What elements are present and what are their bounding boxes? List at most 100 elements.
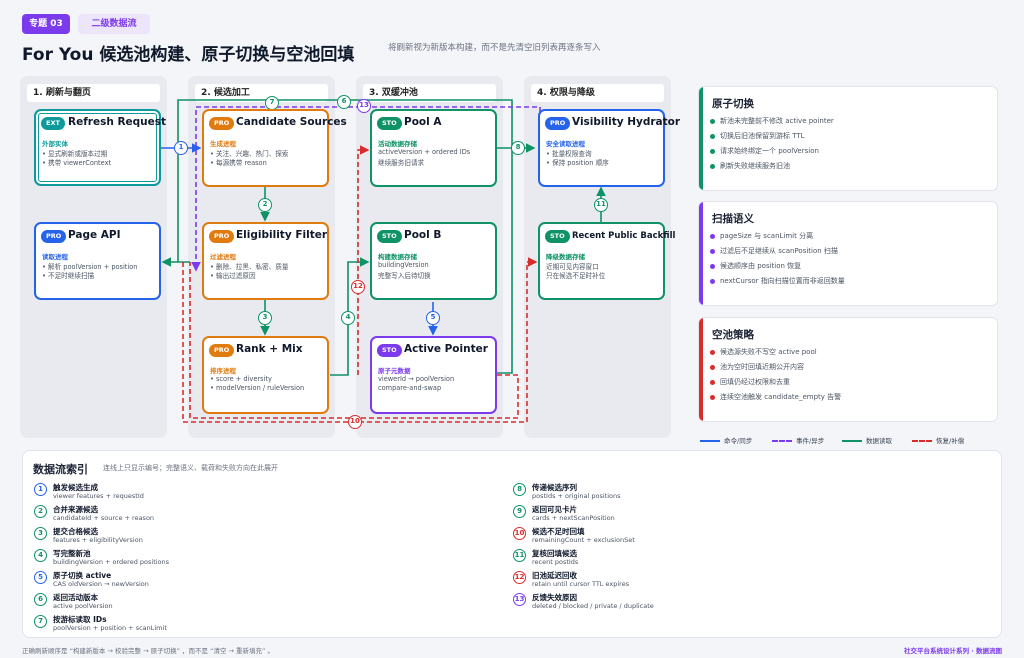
sto-tag: STO [377,117,402,130]
card-line: • 输出过滤原因 [210,272,256,280]
panel-heading: 原子切换 [712,98,754,110]
pro-tag: PRO [41,230,67,243]
bullet-dot [710,279,715,284]
panel-item: 连续空池触发 candidate_empty 告警 [720,393,842,401]
legend-read: 数据读取 [842,435,892,445]
index-number: 7 [34,615,47,628]
panel-accent-bar [699,87,703,190]
pro-tag: PRO [545,117,571,130]
bullet-dot [710,380,715,385]
recent-backfill-card[interactable]: STO Recent Public Backfill 降级数据存储 近期可见内容… [538,222,675,300]
card-line: • 不足时继续扫描 [42,272,95,280]
index-row-payload: cards + nextScanPosition [532,514,615,522]
candidate-sources-card[interactable]: PRO Candidate Sources 生成进程 • 关注、兴趣、热门、探索… [202,109,347,187]
card-line: compare-and-swap [378,384,442,392]
bullet-dot [710,149,715,154]
panel-heading: 空池策略 [712,329,754,341]
bullet-dot [710,134,715,139]
index-row-payload: poolVersion + position + scanLimit [53,624,167,632]
card-title: Pool A [404,116,442,128]
index-number: 9 [513,505,526,518]
bullet-dot [710,264,715,269]
index-row-payload: buildingVersion + ordered positions [53,558,170,566]
card-line: 只在候选不足时补位 [546,272,606,280]
index-row-payload: active poolVersion [53,602,113,610]
eligibility-filter-card[interactable]: PRO Eligibility Filter 过滤进程 • 删除、拉黑、私密、质… [202,222,329,300]
panel-heading: 扫描语义 [712,213,754,225]
panel-item: nextCursor 指向扫描位置而非返回数量 [720,277,845,285]
bullet-dot [710,395,715,400]
index-row-title: 复核回填候选 [532,549,577,558]
index-row-title: 合并来源候选 [53,505,98,514]
legend-line [842,440,862,442]
pool-a-card[interactable]: STO Pool A 活动数据存储 activeVersion + ordere… [370,109,497,187]
edge-badge-7: 7 [265,96,279,110]
index-row-title: 返回可见卡片 [532,505,577,514]
lane-heading: 1. 刷新与翻页 [27,84,160,102]
index-number: 4 [34,549,47,562]
card-title: Visibility Hydrator [572,116,681,128]
index-row-title: 旧池延迟回收 [532,571,577,580]
card-kind: 生成进程 [210,140,236,148]
card-line: 继续服务旧请求 [378,159,425,167]
card-line: • 解析 poolVersion + position [42,263,138,271]
card-kind: 过滤进程 [210,253,236,261]
card-line: • 关注、兴趣、热门、探索 [210,150,289,158]
index-number: 3 [34,527,47,540]
edge-badge-2: 2 [258,198,272,212]
visibility-hydrator-card[interactable]: PRO Visibility Hydrator 安全读取进程 • 批量权限查询 … [538,109,680,187]
index-row-payload: candidateId + source + reason [53,514,155,522]
index-row-payload: deleted / blocked / private / duplicate [532,602,654,610]
page-title: For You 候选池构建、原子切换与空池回填 [22,45,355,65]
lane-heading: 4. 权限与降级 [531,84,664,102]
pro-tag: PRO [209,230,235,243]
edge-badge-6: 6 [337,95,351,109]
panel-item: 请求始终绑定一个 poolVersion [720,147,819,155]
panel-accent-bar [699,318,703,421]
bullet-dot [710,350,715,355]
flow-connectors [160,99,606,423]
legend-line [700,440,720,442]
edge-badge-1: 1 [174,141,188,155]
index-row-title: 原子切换 active [53,571,112,580]
index-row-title: 提交合格候选 [53,527,98,536]
index-number: 5 [34,571,47,584]
sto-tag: STO [545,230,570,243]
pool-b-card[interactable]: STO Pool B 构建数据存储 buildingVersion 完整写入后待… [370,222,497,300]
card-kind: 安全读取进程 [546,140,585,148]
index-row-payload: recent postIds [532,558,579,566]
card-kind: 构建数据存储 [378,253,417,261]
panel-item: 回填仍经过权限和去重 [720,378,790,386]
active-pointer-card[interactable]: STO Active Pointer 原子元数据 viewerId → pool… [370,336,497,414]
edge-badge-11: 11 [594,198,608,212]
card-line: 近期可见内容窗口 [546,263,599,271]
panel-item: 候选顺序由 position 恢复 [720,262,802,270]
panel-item: 池为空时回填近期公开内容 [720,363,804,371]
rank-mix-card[interactable]: PRO Rank + Mix 排序进程 • score + diversity … [202,336,329,414]
scan-semantics-panel: 扫描语义 pageSize 与 scanLimit 分离 过滤后不足继续从 sc… [698,201,998,306]
bullet-dot [710,234,715,239]
edge-badge-4: 4 [341,311,355,325]
page-api-card[interactable]: PRO Page API 读取进程 • 解析 poolVersion + pos… [34,222,161,300]
card-line: • 显式刷新或版本过期 [42,150,108,158]
index-row-payload: CAS oldVersion → newVersion [53,580,149,588]
card-line: • modelVersion / ruleVersion [210,384,305,392]
card-kind: 外部实体 [42,140,68,148]
card-title: Active Pointer [404,343,488,355]
card-line: • 批量权限查询 [546,150,592,158]
edge-badge-10: 10 [348,415,362,429]
card-line: • 每源携带 reason [210,159,267,167]
card-line: • score + diversity [210,375,272,383]
bullet-dot [710,249,715,254]
card-title: Refresh Request [68,116,167,128]
index-row-payload: postIds + original positions [532,492,621,500]
refresh-request-card[interactable]: EXT Refresh Request 外部实体 • 显式刷新或版本过期 • 携… [34,109,166,186]
index-row-title: 触发候选生成 [53,483,98,492]
pro-tag: PRO [209,117,235,130]
sto-tag: STO [377,344,402,357]
index-note: 连线上只显示编号；完整语义、载荷和失败方向在此展开 [103,464,278,472]
index-number: 2 [34,505,47,518]
card-title: Rank + Mix [236,343,303,355]
page-subtitle: 将刷新视为新版本构建，而不是先清空旧列表再逐条写入 [388,43,601,53]
legend-label: 数据读取 [866,437,892,445]
